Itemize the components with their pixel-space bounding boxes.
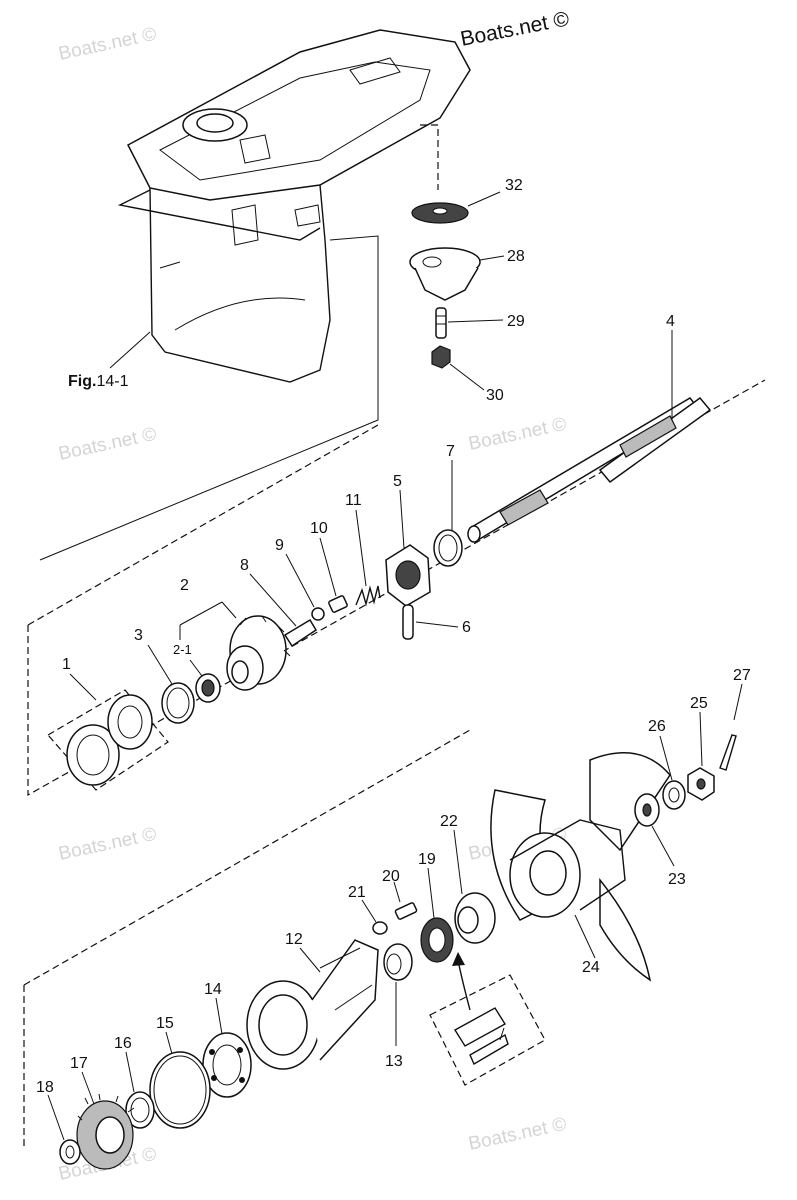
part-label-27: 27 [733,667,751,684]
part-label-28: 28 [507,248,525,265]
part-label-3: 3 [134,627,143,644]
part-15 [149,1031,211,1129]
part-label-29: 29 [507,313,525,330]
part-label-7: 7 [446,443,455,460]
fig-leader [109,331,151,369]
part-28 [409,247,505,301]
part-6 [402,604,459,640]
part-21 [361,899,388,935]
part-30 [431,345,485,391]
part-label-2: 2 [180,577,189,594]
part-32 [411,191,501,224]
part-2 [179,601,291,691]
part-label-21: 21 [348,884,366,901]
part-label-1: 1 [62,656,71,673]
part-label-13: 13 [385,1053,403,1070]
frame-middle-top [27,424,379,626]
part-label-16: 16 [114,1035,132,1052]
watermark-faint: Boats.net © [57,824,159,865]
part-18 [47,1094,81,1165]
part-7 [433,460,463,567]
part-label-10: 10 [310,520,328,537]
part-label-4: 4 [666,313,675,330]
part-13 [383,943,413,1046]
part-12 [246,939,379,1070]
part-2-1 [189,659,221,703]
frame-bottom-top [23,729,471,986]
part-4 [467,330,712,543]
part-label-15: 15 [156,1015,174,1032]
part-17 [76,1071,135,1170]
part-label-30: 30 [486,387,504,404]
part-16 [125,1051,155,1129]
part-label-23: 23 [668,871,686,888]
part-labels: 32 28 29 30 4 7 5 11 10 9 8 6 2 2-1 3 1 … [36,177,751,1096]
part-label-22: 22 [440,813,458,830]
part-9 [285,553,325,621]
part-11 [355,509,381,607]
part-label-8: 8 [240,557,249,574]
watermark-faint: Boats.net © [467,414,569,455]
part-label-5: 5 [393,473,402,490]
part-label-20: 20 [382,868,400,885]
part-26 [659,735,686,810]
part-5 [385,489,431,607]
frame-middle [27,379,766,797]
part-label-18: 18 [36,1079,54,1096]
part-23 [634,793,675,867]
part-20 [393,881,418,920]
watermark-header: Boats.net © [459,7,572,51]
part-10 [319,537,348,613]
part-label-32: 32 [505,177,523,194]
part-3 [147,644,195,724]
part-label-9: 9 [275,537,284,554]
part-label-25: 25 [690,695,708,712]
gearcase-housing [39,29,471,561]
figure-reference: Fig.14-1 [68,373,129,390]
watermark-faint: Boats.net © [57,24,159,65]
part-14 [202,997,252,1098]
part-label-6: 6 [462,619,471,636]
part-label-12: 12 [285,931,303,948]
leader-dashed [420,124,439,190]
part-label-26: 26 [648,718,666,735]
watermark-faint: Boats.net © [467,1114,569,1155]
part-label-19: 19 [418,851,436,868]
part-27 [719,683,743,771]
part-1 [47,673,169,791]
part-19 [420,867,454,963]
part-label-24: 24 [582,959,600,976]
watermark-faint: Boats.net © [57,424,159,465]
part-22 [453,829,496,944]
part-label-17: 17 [70,1055,88,1072]
part-25 [687,711,715,801]
detail-box [429,952,546,1086]
part-label-11: 11 [345,492,362,509]
part-label-14: 14 [204,981,222,998]
part-label-2-1: 2-1 [173,642,192,657]
part-24 [490,752,671,982]
part-8 [249,573,318,648]
part-29 [435,307,504,339]
